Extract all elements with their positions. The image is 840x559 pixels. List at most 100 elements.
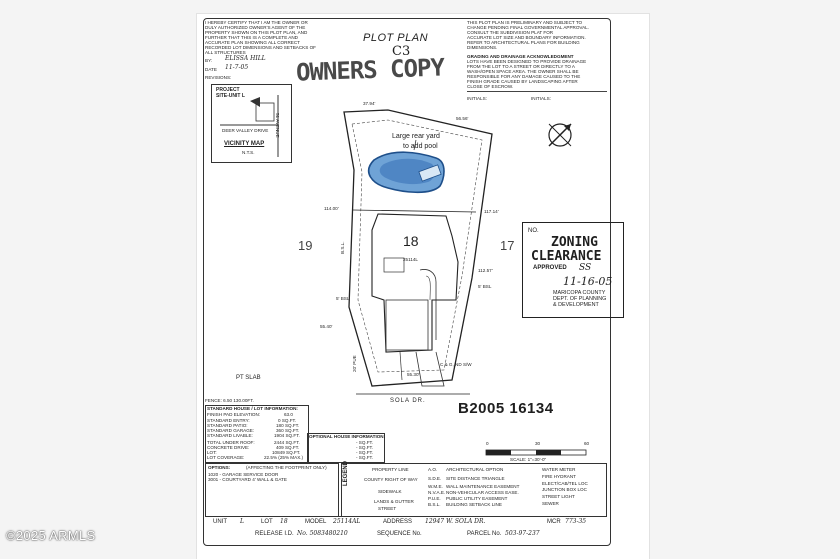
certification-block: I HEREBY CERTIFY THAT I AM THE OWNER OR … xyxy=(205,20,316,82)
certification-line: RECORDED LOT DIMENSIONS AND SETBACKS OF xyxy=(205,45,316,50)
sequence-label: SEQUENCE No. xyxy=(377,531,422,537)
slab-note: PT SLAB xyxy=(236,375,261,381)
date-value: 11-7-05 xyxy=(225,64,249,71)
project-label: PROJECT xyxy=(216,87,240,93)
options-header: OPTIONS: xyxy=(208,465,231,470)
approved-by: SS xyxy=(579,263,592,273)
adjacent-lot-right: 17 xyxy=(500,238,515,253)
north-arrow-icon xyxy=(548,123,572,147)
dimension-label: B.S.L. xyxy=(340,241,345,254)
certification-line: PROPERTY SHOWN ON THIS PLOT PLAN, AND xyxy=(205,30,308,35)
zoning-line-2: CLEARANCE xyxy=(531,249,602,264)
certification-line: ALL STRUCTURES xyxy=(205,50,246,55)
legend-abbr: WALL MAINTENANCE EASEMENT xyxy=(446,484,520,489)
drainage-line: FINISH GRADE CAUSED BY LANDSCAPING AFTER xyxy=(467,79,578,84)
legend-symbol: FIRE HYDRANT xyxy=(542,474,576,479)
vicinity-map-label: VICINITY MAP xyxy=(224,141,265,147)
legend-abbr: PUBLIC UTILITY EASEMENT xyxy=(446,496,508,501)
parcel-value: 503-97-237 xyxy=(505,530,540,537)
owners-copy-stamp: OWNERS COPY xyxy=(295,53,445,87)
dimension-label: 56.56' xyxy=(456,116,469,121)
legend-section: LANDS & GUTTER xyxy=(374,499,414,504)
options-box: OPTIONS: (AFFECTING THE FOOTPRINT ONLY) … xyxy=(205,463,339,517)
legend-symbol: WATER METER xyxy=(542,467,576,472)
table-cell: LOT: xyxy=(207,450,217,455)
table-cell: STANDARD LIVABLE: xyxy=(207,433,253,438)
table-cell: LOT COVERAGE: xyxy=(207,455,245,460)
model-number: 25114L xyxy=(403,257,418,262)
release-label: RELEASE I.D. xyxy=(255,531,294,537)
certification-line: DULY AUTHORIZED OWNER'S AGENT OF THE xyxy=(205,25,306,30)
scale-tick: 0 xyxy=(486,441,489,446)
agency-line: DEPT. OF PLANNING xyxy=(553,296,607,302)
table-cell: STANDARD PATIO: xyxy=(207,423,248,428)
release-value: No. 5083480210 xyxy=(297,530,348,537)
footer-bar: UNIT L LOT 18 MODEL 25114AL ADDRESS 1294… xyxy=(205,516,605,543)
optional-row: - SQ.FT. xyxy=(356,445,374,450)
zoning-clearance-stamp: NO. ZONING CLEARANCE APPROVED SS 11-16-0… xyxy=(522,222,624,318)
parcel-label: PARCEL No. xyxy=(467,531,502,537)
legend-code: S.D.E. xyxy=(428,476,442,481)
table-cell: STANDARD GARAGE: xyxy=(207,428,255,433)
options-affect: (AFFECTING THE FOOTPRINT ONLY) xyxy=(246,465,327,470)
adjacent-lot-left: 19 xyxy=(298,238,313,253)
by-label: BY: xyxy=(205,58,213,63)
dimension-label: 55.30' xyxy=(407,372,420,377)
optional-row: - SQ.FT. xyxy=(356,455,374,460)
table-title: STANDARD HOUSE / LOT INFORMATION: xyxy=(207,406,298,411)
mcr-label: MCR xyxy=(547,519,561,525)
notice-line: DIMENSIONS. xyxy=(467,45,498,50)
dimension-label: 5' BSL xyxy=(336,296,350,301)
dimension-label: 55.40' xyxy=(320,324,333,329)
legend-abbr: NON-VEHICULAR ACCESS EASE. xyxy=(446,490,519,495)
notice-block: THIS PLOT PLAN IS PRELIMINARY AND SUBJEC… xyxy=(467,20,606,101)
table-cell: TOTAL UNDER ROOF: xyxy=(207,440,255,445)
drainage-line: CLOSE OF ESCROW. xyxy=(467,84,514,89)
lot-label: LOT xyxy=(261,519,273,525)
option-item: 1020 - GARAGE SERVICE DOOR xyxy=(208,472,279,477)
approval-date: 11-16-05 xyxy=(563,275,613,288)
address-label: ADDRESS xyxy=(383,519,413,525)
dimension-label: 117.14' xyxy=(484,209,499,214)
dimension-label: 114.00' xyxy=(324,206,339,211)
initials-label: INITIALS: xyxy=(467,96,487,101)
option-item: 3001 - COURTYARD 4' WALL & GATE xyxy=(208,477,287,482)
table-cell: 180 SQ.FT. xyxy=(276,423,300,428)
dimension-label: 37.94' xyxy=(363,101,376,106)
certification-line: ACCURATE PLAN SHOWING ALL CORRECT xyxy=(205,40,300,45)
stamp-code: C3 xyxy=(392,44,411,59)
drainage-line: WASH/OPEN SPACE AREA. THE OWNER SHALL BE xyxy=(467,69,579,74)
plan-note-2: to add pool xyxy=(403,143,438,150)
legend-code: P.U.E. xyxy=(428,496,441,501)
vicinity-side-road: 51 AVENUE xyxy=(275,113,280,138)
site-label: SITE-UNIT L xyxy=(216,93,245,99)
model-label: MODEL xyxy=(305,519,327,525)
optional-row: - SQ.FT. xyxy=(356,440,374,445)
optional-row: - SQ.FT. xyxy=(356,450,374,455)
certification-line: FURTHER THAT THIS IS A COMPLETE AND xyxy=(205,35,298,40)
notice-line: CHANGE PENDING FINAL GOVERNMENTAL APPROV… xyxy=(467,25,590,30)
legend-code: W.M.E. xyxy=(428,484,443,489)
plot-plan-frame xyxy=(203,18,611,546)
legend-section: STREET xyxy=(378,506,397,511)
scale-tick: 60 xyxy=(584,441,590,446)
table-cell: 2444 SQ.FT. xyxy=(274,440,300,445)
vicinity-street: DEER VALLEY DRIVE xyxy=(222,128,269,133)
legend-abbr: ARCHITECTURAL OPTION xyxy=(446,467,504,472)
notice-line: THIS PLOT PLAN IS PRELIMINARY AND SUBJEC… xyxy=(467,20,583,25)
listing-watermark: ©2025 ARMLS xyxy=(6,528,96,543)
table-cell: 1904 SQ.FT. xyxy=(274,433,300,438)
table-cell: 409 SQ.FT. xyxy=(276,445,300,450)
lot-value: 18 xyxy=(280,518,288,525)
notice-line: REFER TO ARCHITECTURAL PLANS FOR BUILDIN… xyxy=(467,40,580,45)
legend-symbol: JUNCTION BOX LOC xyxy=(542,487,587,492)
scale-label: SCALE: 1"=30'-0" xyxy=(510,457,547,462)
legend-symbol: SEWER xyxy=(542,501,559,506)
optional-info-table: OPTIONAL HOUSE INFORMATION: - SQ.FT. - S… xyxy=(307,433,385,463)
legend-section: PROPERTY LINE xyxy=(372,467,409,472)
agency-line: & DEVELOPMENT xyxy=(553,302,599,308)
scale-tick: 30 xyxy=(535,441,541,446)
mcr-value: 773-35 xyxy=(565,518,587,525)
table-cell: 22.5% (25% MAX.) xyxy=(264,455,304,460)
vicinity-map-sketch xyxy=(220,95,279,157)
